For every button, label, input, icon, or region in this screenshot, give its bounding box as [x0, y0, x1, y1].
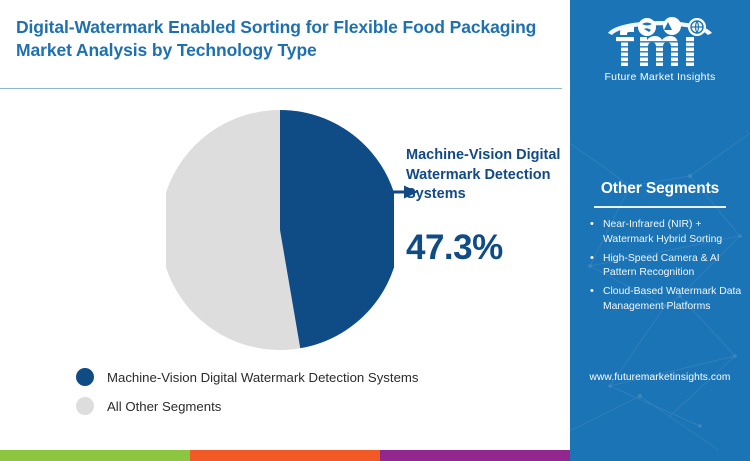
- legend-label: Machine-Vision Digital Watermark Detecti…: [107, 369, 419, 385]
- legend-swatch-icon: [76, 368, 94, 386]
- header-divider: [0, 88, 562, 89]
- footer-segment-green: [0, 450, 190, 461]
- network-pattern-decoration: [570, 132, 750, 452]
- callout-arrow-icon: [358, 185, 418, 199]
- pie-chart: [160, 106, 418, 354]
- bullet-icon: •: [590, 251, 594, 264]
- list-item-label: Near-Infrared (NIR) + Watermark Hybrid S…: [603, 219, 723, 245]
- fmi-logo-icon: [590, 13, 730, 69]
- website-url[interactable]: www.futuremarketinsights.com: [589, 372, 731, 383]
- side-panel-divider: [594, 206, 726, 208]
- list-item: • Cloud-Based Watermark Data Management …: [586, 285, 748, 315]
- pie-slice-all-other-segments: [160, 110, 301, 350]
- legend-label: All Other Segments: [107, 398, 222, 414]
- footer-color-bar: [0, 450, 750, 461]
- footer-segment-blue: [570, 450, 750, 461]
- legend-swatch-icon: [76, 397, 94, 415]
- footer-segment-orange: [190, 450, 380, 461]
- footer-segment-purple: [380, 450, 570, 461]
- bullet-icon: •: [590, 285, 594, 298]
- pie-slice-machine-vision: [280, 110, 401, 349]
- other-segments-list: • Near-Infrared (NIR) + Watermark Hybrid…: [586, 218, 748, 319]
- callout-value: 47.3%: [406, 228, 503, 267]
- chart-legend: Machine-Vision Digital Watermark Detecti…: [76, 368, 418, 426]
- page-title: Digital-Watermark Enabled Sorting for Fl…: [16, 17, 537, 61]
- callout-label: Machine-Vision Digital Watermark Detecti…: [406, 147, 561, 203]
- list-item: • Near-Infrared (NIR) + Watermark Hybrid…: [586, 218, 748, 248]
- logo-tagline: Future Market Insights: [604, 71, 716, 83]
- bullet-icon: •: [590, 218, 594, 230]
- legend-item: Machine-Vision Digital Watermark Detecti…: [76, 368, 418, 386]
- legend-item: All Other Segments: [76, 397, 418, 415]
- side-panel-heading: Other Segments: [600, 180, 720, 197]
- other-segments-panel: Other Segments • Near-Infrared (NIR) + W…: [570, 96, 750, 461]
- list-item-label: High-Speed Camera & AI Pattern Recogniti…: [603, 252, 720, 279]
- brand-logo-panel: Future Market Insights: [570, 0, 750, 96]
- list-item: • High-Speed Camera & AI Pattern Recogni…: [586, 252, 748, 282]
- list-item-label: Cloud-Based Watermark Data Management Pl…: [603, 286, 742, 312]
